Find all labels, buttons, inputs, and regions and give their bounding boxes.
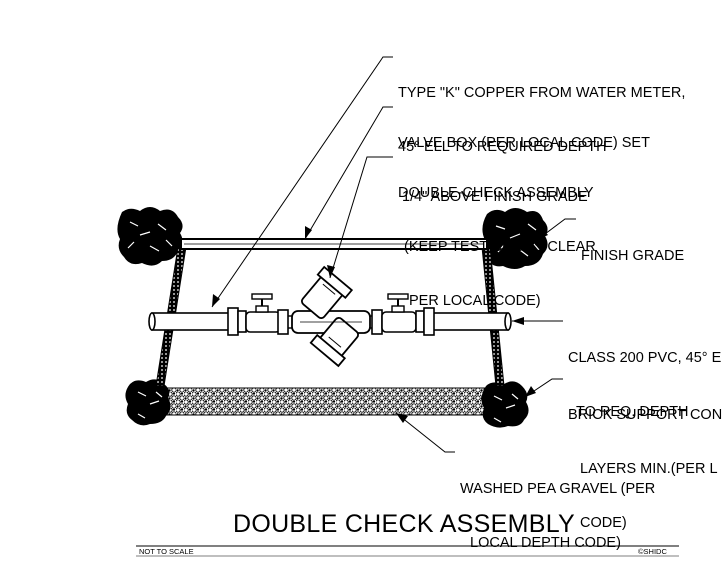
brick-callout-line-3: CODE) xyxy=(580,515,627,531)
scale-note: NOT TO SCALE xyxy=(139,547,194,556)
valve-box-callout-line-1: VALVE BOX (PER LOCAL CODE) SET xyxy=(398,135,650,151)
ball-valve-right xyxy=(371,293,435,336)
assembly-callout-line-3: PER LOCAL CODE) xyxy=(409,293,541,309)
pvc-callout-line-2: TO REQ. DEPTH xyxy=(576,404,689,420)
valve-box-callout-line-2: 1/4" ABOVE FINISH GRADE xyxy=(402,189,588,205)
assembly-callout: DOUBLE-CHECK ASSEMBLY (KEEP TEST COCKS C… xyxy=(398,148,596,328)
copper-callout-line-2: 45° ELL TO REQUIRED DEPTH xyxy=(398,139,607,155)
gravel-callout-line-2: LOCAL DEPTH CODE) xyxy=(470,535,621,551)
ball-valve-left xyxy=(227,293,289,336)
finish-grade-callout-line-1: FINISH GRADE xyxy=(581,248,685,264)
brick-callout-line-1: BRICK SUPPORT CON xyxy=(568,407,723,423)
drawing-title: DOUBLE CHECK ASSEMBLY xyxy=(232,510,576,538)
double-check-valve-body xyxy=(291,265,371,368)
assembly-callout-line-2: (KEEP TEST COCKS CLEAR xyxy=(404,239,596,255)
copper-callout-line-1: TYPE "K" COPPER FROM WATER METER, xyxy=(398,85,686,101)
pvc-callout-line-1: CLASS 200 PVC, 45° E xyxy=(568,350,722,366)
assembly-callout-line-1: DOUBLE-CHECK ASSEMBLY xyxy=(398,185,594,201)
soil-clump-top-left xyxy=(117,207,183,266)
pea-gravel-bed xyxy=(165,387,493,416)
brick-callout-line-2: LAYERS MIN.(PER L xyxy=(580,461,718,477)
brick-support-right xyxy=(481,381,529,428)
gravel-callout-line-1: WASHED PEA GRAVEL (PER xyxy=(460,481,656,497)
brick-support-left xyxy=(125,379,171,426)
pvc-callout: CLASS 200 PVC, 45° E TO REQ. DEPTH xyxy=(568,313,721,439)
leader-arrowheads xyxy=(212,226,548,423)
valve-box-callout: VALVE BOX (PER LOCAL CODE) SET 1/4" ABOV… xyxy=(398,98,650,224)
copyright-note: ©SHIDC xyxy=(638,547,667,556)
brick-callout: BRICK SUPPORT CON LAYERS MIN.(PER L CODE… xyxy=(568,370,722,550)
soil-clump-top-right xyxy=(482,208,548,269)
gravel-callout: WASHED PEA GRAVEL (PER LOCAL DEPTH CODE) xyxy=(460,444,655,570)
copper-callout: TYPE "K" COPPER FROM WATER METER, 45° EL… xyxy=(398,48,685,174)
finish-grade-callout: FINISH GRADE xyxy=(581,211,684,283)
